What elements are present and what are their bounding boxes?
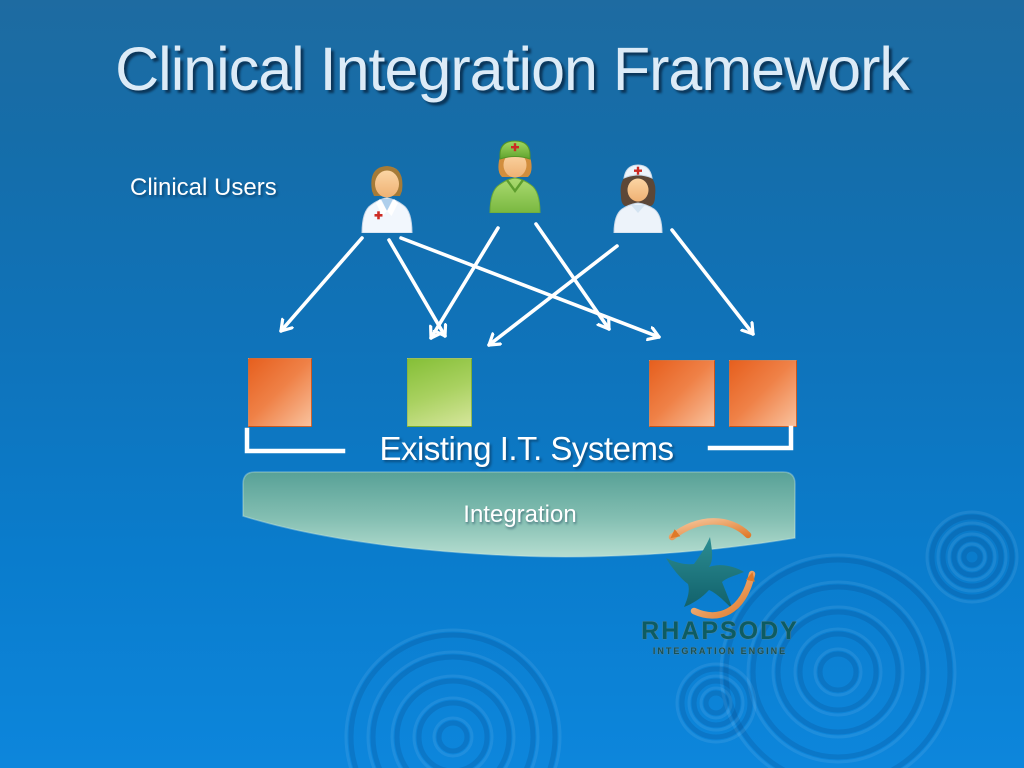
integration-band (242, 471, 796, 558)
system-box-orange (649, 360, 715, 427)
starfish-swoosh-icon (666, 518, 756, 619)
integration-label: Integration (463, 501, 577, 528)
system-box-green (407, 358, 472, 427)
clinical-users-label: Clinical Users (130, 174, 277, 201)
nurse-green-icon (483, 138, 547, 218)
logo-tagline-text: INTEGRATION ENGINE (652, 646, 788, 656)
existing-systems-label: Existing I.T. Systems (379, 430, 674, 467)
logo-brand-text: RHAPSODY (641, 617, 799, 645)
system-box-orange (248, 358, 312, 427)
nurse-white-icon (607, 163, 669, 238)
system-box-orange (729, 360, 797, 427)
rhapsody-logo: RHAPSODY INTEGRATION ENGINE (630, 510, 810, 665)
doctor-icon (356, 161, 418, 238)
page-title: Clinical Integration Framework (115, 35, 910, 103)
